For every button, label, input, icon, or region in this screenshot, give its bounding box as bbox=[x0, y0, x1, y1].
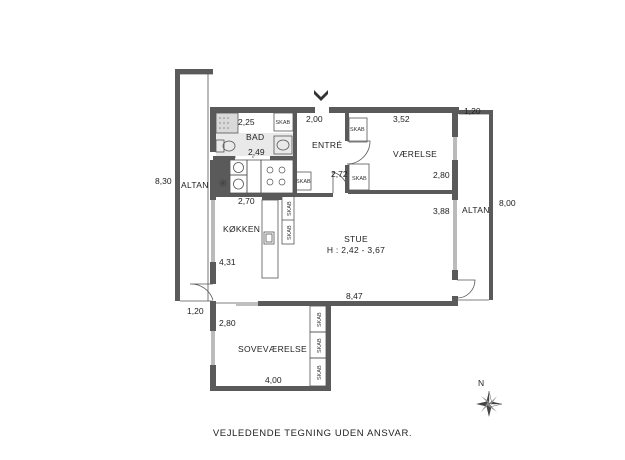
bathroom-fixtures bbox=[215, 112, 293, 156]
disclaimer-text: VEJLEDENDE TEGNING UDEN ANSVAR. bbox=[212, 428, 413, 439]
utility-block bbox=[216, 159, 294, 194]
exterior-walls bbox=[210, 107, 459, 391]
compass-rose-icon bbox=[476, 390, 503, 417]
dim-sove-depth: 2,80 bbox=[219, 318, 236, 328]
dim-stue-depth: 3,88 bbox=[433, 206, 450, 216]
dim-stue-width: 8,47 bbox=[346, 291, 363, 301]
doors bbox=[189, 139, 476, 306]
dim-entre-depth: 2,72 bbox=[331, 169, 348, 179]
windows bbox=[211, 137, 457, 365]
dim-vaerelse-depth: 2,80 bbox=[433, 170, 450, 180]
dim-altan-right-height: 8,00 bbox=[499, 198, 516, 208]
dim-altan-left-width: 1,20 bbox=[187, 306, 204, 316]
closet-label-sove-3: SKAB bbox=[317, 365, 323, 380]
balcony-right bbox=[455, 110, 493, 301]
closet-label-sove-2: SKAB bbox=[317, 338, 323, 353]
dim-vaerelse-width: 3,52 bbox=[393, 114, 410, 124]
closet-label-kitchen-1: SKAB bbox=[287, 201, 293, 216]
dim-bad-width: 2,25 bbox=[238, 117, 255, 127]
entrance-arrow-icon bbox=[314, 90, 328, 101]
dim-entre-width: 2,00 bbox=[306, 114, 323, 124]
dim-bad-depth: 2,49 bbox=[248, 147, 265, 157]
room-koekken: KØKKEN bbox=[223, 224, 260, 234]
closet-label-kitchen-2: SKAB bbox=[287, 225, 293, 240]
room-bad: BAD bbox=[246, 132, 264, 142]
interior-walls bbox=[213, 113, 456, 200]
closet-label-vaerelse-top: SKAB bbox=[350, 127, 365, 133]
room-sovevaerelse: SOVEVÆRELSE bbox=[238, 344, 307, 354]
room-altan-right: ALTAN bbox=[462, 205, 490, 215]
room-vaerelse: VÆRELSE bbox=[393, 149, 437, 159]
room-labels: BAD ENTRÉ VÆRELSE KØKKEN STUE H : 2,42 -… bbox=[181, 132, 490, 354]
closet-label-entre: SKAB bbox=[296, 179, 311, 185]
closet-label-bath: SKAB bbox=[276, 120, 291, 126]
room-stue: STUE bbox=[344, 234, 368, 244]
balcony-left bbox=[175, 69, 213, 302]
dim-koekken-width: 2,70 bbox=[238, 196, 255, 206]
dimension-labels: 8,30 1,20 2,25 2,49 2,00 2,72 3,52 2,80 … bbox=[155, 106, 516, 385]
compass-north-label: N bbox=[478, 378, 484, 388]
room-altan-left: ALTAN bbox=[181, 180, 209, 190]
dim-koekken-depth: 4,31 bbox=[219, 257, 236, 267]
closet-label-sove-1: SKAB bbox=[317, 312, 323, 327]
closet-labels: SKAB SKAB SKAB SKAB SKAB SKAB SKAB SKAB … bbox=[276, 120, 368, 380]
kitchen-counter bbox=[261, 195, 295, 279]
room-entre: ENTRÉ bbox=[312, 140, 342, 150]
dim-altan-left-height: 8,30 bbox=[155, 176, 172, 186]
closets bbox=[273, 112, 370, 387]
dim-sove-width: 4,00 bbox=[265, 375, 282, 385]
room-stue-height: H : 2,42 - 3,67 bbox=[327, 245, 385, 255]
closet-label-vaerelse-bottom: SKAB bbox=[352, 176, 367, 182]
dim-altan-right-width: 1,20 bbox=[464, 106, 481, 116]
